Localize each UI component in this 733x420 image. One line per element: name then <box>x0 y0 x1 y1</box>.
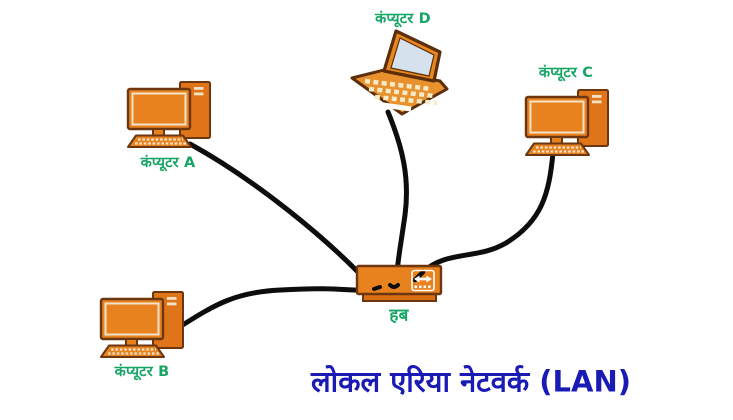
computer-d-label: कंप्यूटर D <box>375 11 431 27</box>
diagram-title: लोकल एरिया नेटवर्क (LAN) <box>311 364 631 399</box>
hub-label: हब <box>389 305 409 326</box>
computer-b-icon <box>99 290 185 359</box>
cable-computer-c-to-hub <box>420 150 556 275</box>
computer-c-label: कंप्यूटर C <box>538 65 594 81</box>
hub-icon <box>355 264 443 302</box>
cable-computer-b-to-hub <box>178 286 373 329</box>
cable-computer-d-to-hub <box>385 109 409 287</box>
cable-computer-a-to-hub <box>187 141 377 292</box>
laptop-icon <box>350 29 449 116</box>
computer-a-label: कंप्यूटर A <box>140 155 196 171</box>
computer-b-label: कंप्यूटर B <box>114 364 170 380</box>
hub-arrow-icon <box>411 269 435 292</box>
computer-c-icon <box>524 88 610 157</box>
computer-a-icon <box>126 80 212 149</box>
